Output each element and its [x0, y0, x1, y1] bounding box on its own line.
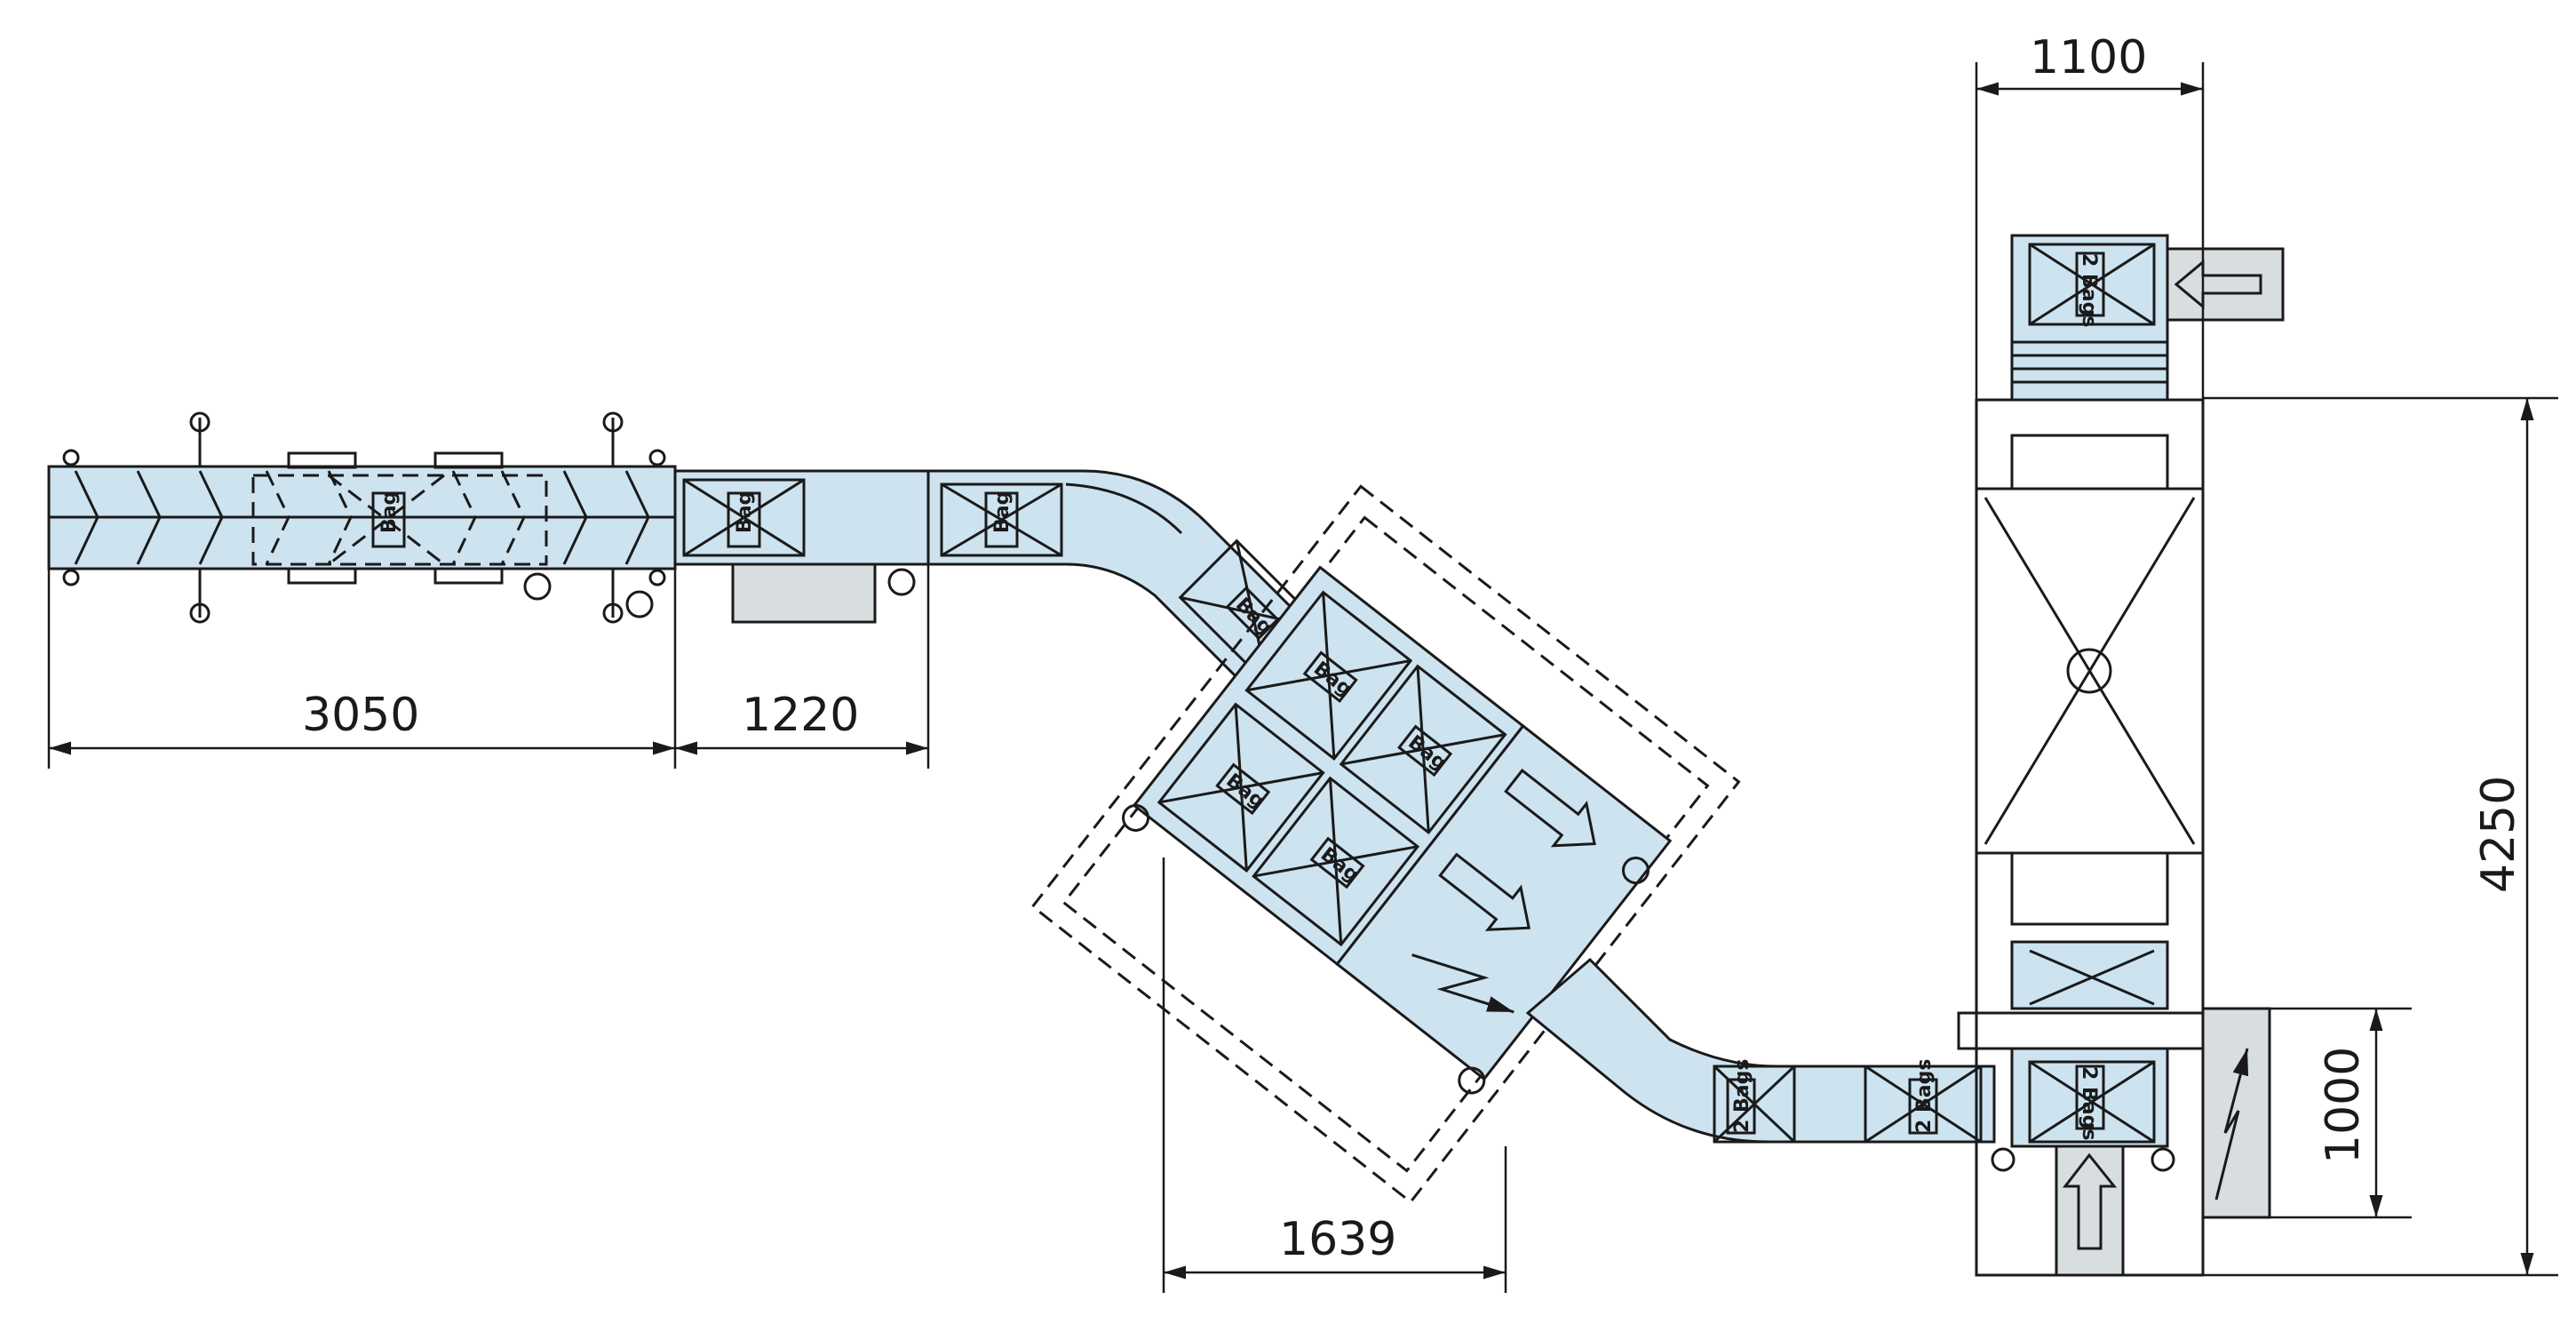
bag-label: Bag: [734, 491, 756, 533]
dimension-label-1639: 1639: [1279, 1213, 1396, 1266]
caster-wheel-icon: [62, 449, 666, 618]
two-bags-label: 2 Bags: [2078, 253, 2100, 327]
palletizer-station: 2 Bags 2 Bags: [1957, 234, 2285, 1277]
two-bags-label: 2 Bags: [1731, 1059, 1753, 1133]
lightning-icon: [1411, 953, 1515, 1014]
chevron-icon: [74, 470, 650, 565]
arrow-icon: [2062, 1153, 2118, 1250]
bag-label: Bag: [991, 491, 1014, 533]
dimension-3050: 3050: [47, 569, 677, 769]
dimension-4250: 4250: [2123, 396, 2558, 1277]
two-bags-label: 2 Bags: [2078, 1066, 2100, 1140]
dimension-label-1000: 1000: [2317, 1047, 2370, 1164]
dimension-label-1100: 1100: [2030, 31, 2147, 84]
diagonal-double-lane: Bag Bag Bag Bag: [1030, 484, 1741, 1204]
bag-label: Bag: [378, 491, 401, 533]
dimension-1220: 1220: [675, 564, 930, 769]
dimension-label-3050: 3050: [302, 689, 419, 742]
chevron-conveyor: Bag: [47, 411, 677, 624]
curved-conveyor-lower: 2 Bags 2 Bags: [1525, 957, 1996, 1144]
lightning-icon: [2214, 1048, 2249, 1200]
two-bags-label: 2 Bags: [1913, 1059, 1936, 1133]
arrow-icon: [1438, 768, 1596, 931]
straight-conveyor: Bag: [673, 469, 930, 624]
dimension-label-1220: 1220: [742, 689, 859, 742]
dimension-1100: 1100: [1975, 31, 2205, 400]
dimension-label-4250: 4250: [2472, 776, 2525, 893]
dimension-1639: 1639: [1162, 857, 1507, 1293]
dimension-1000: 1000: [2270, 1007, 2412, 1219]
